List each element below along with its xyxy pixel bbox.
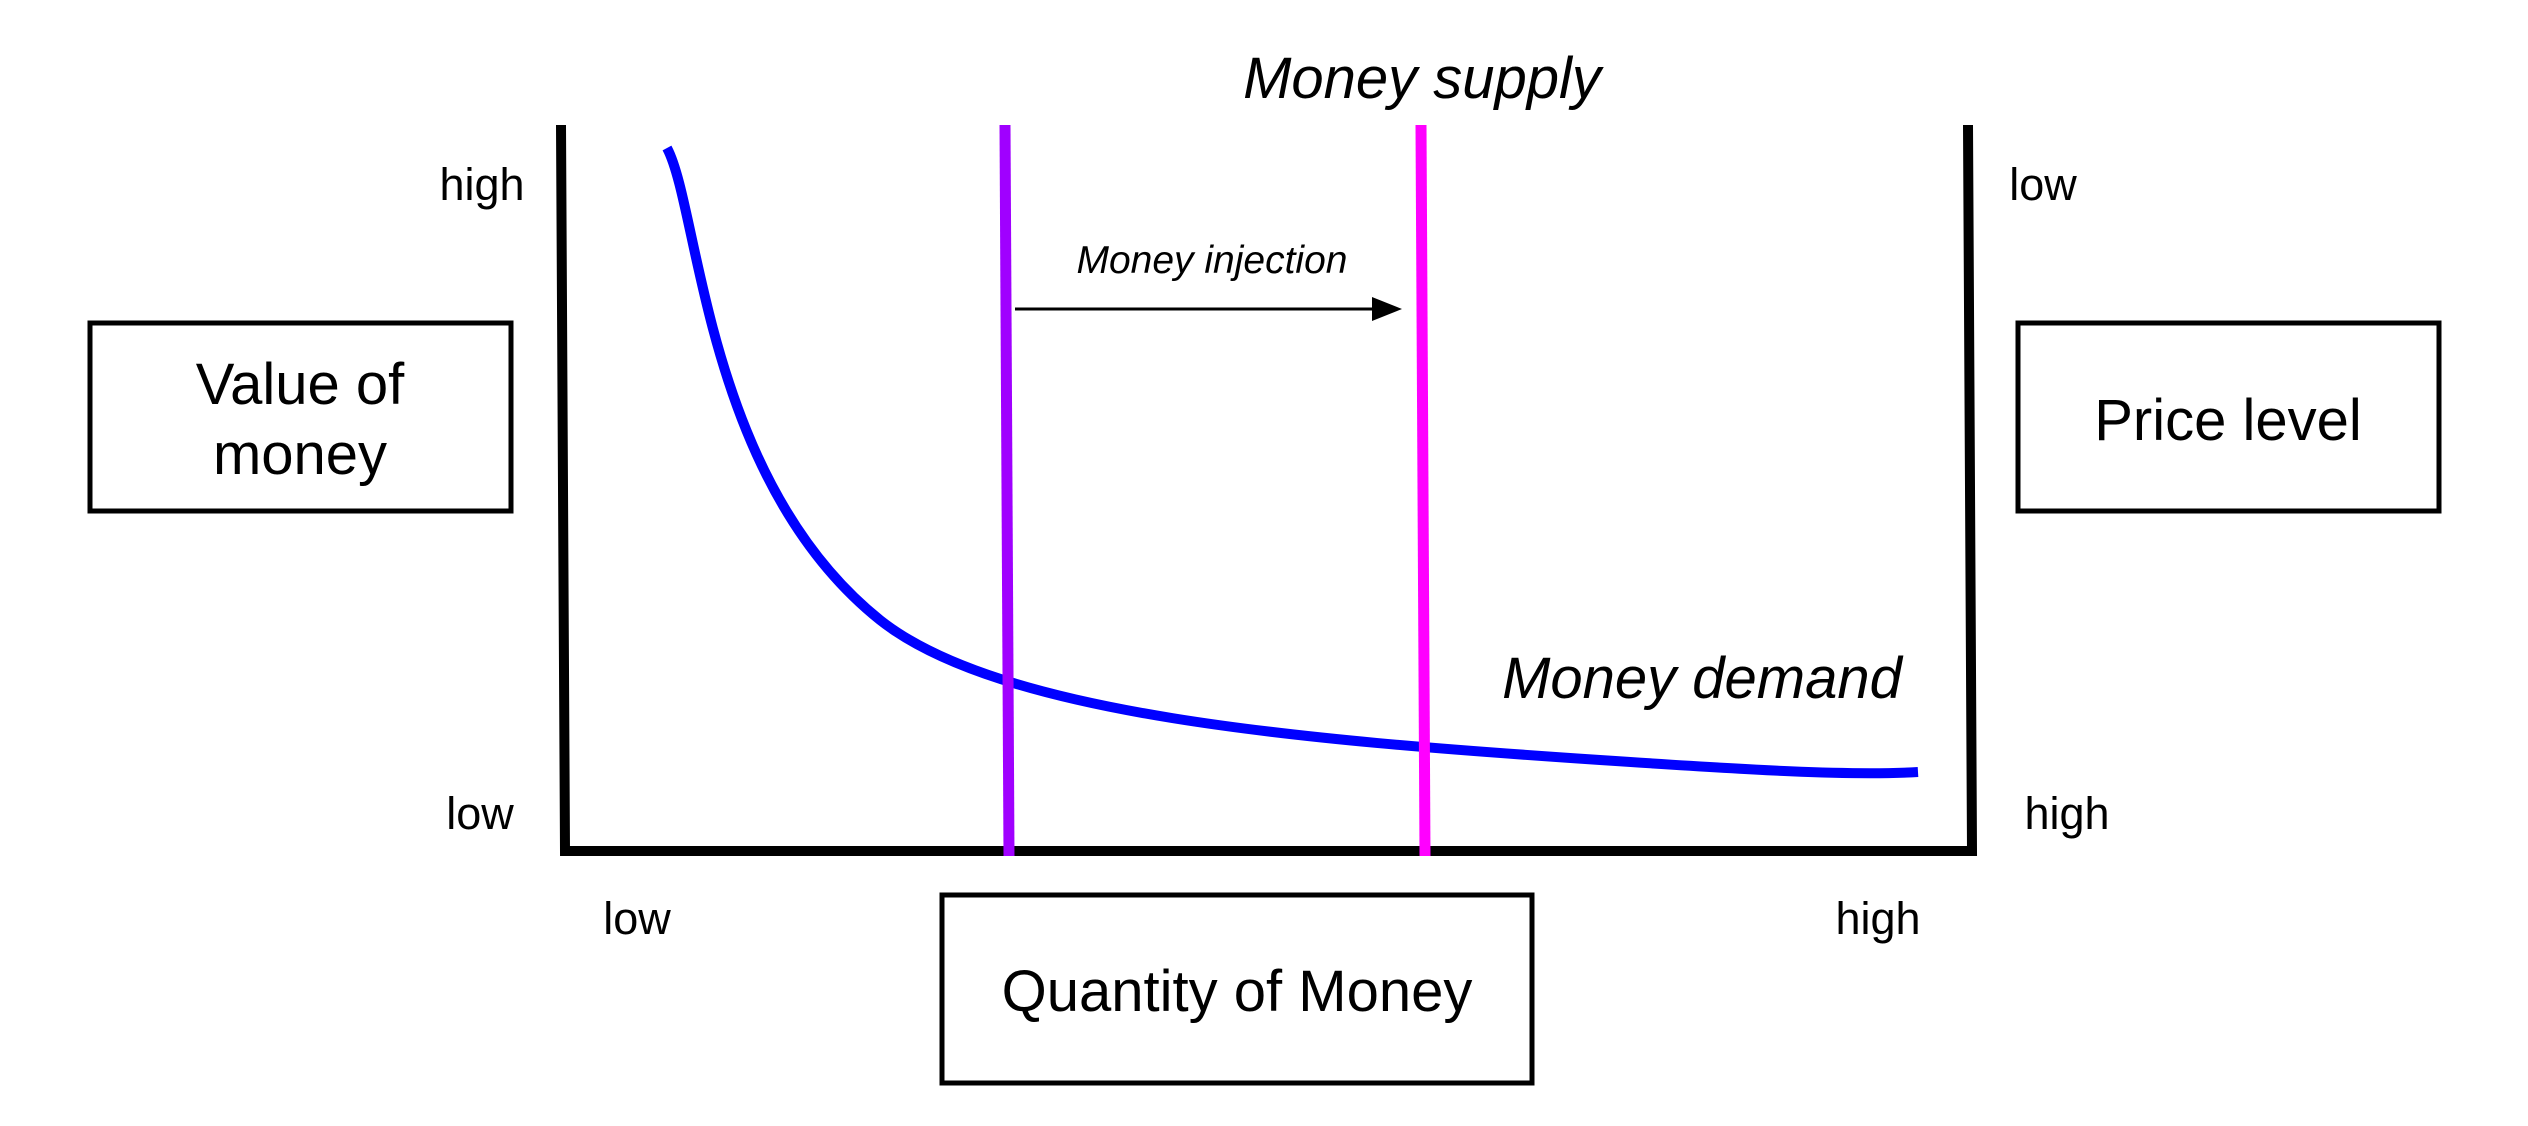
money-supply-initial-line	[999, 124, 1015, 857]
price-level-label: Price level	[2094, 388, 2362, 453]
money-demand-curve	[662, 145, 1919, 779]
value-of-money-line2: money	[213, 422, 387, 487]
value-of-money-line1: Value of	[196, 352, 405, 417]
quantity-of-money-box: Quantity of Money	[939, 892, 1535, 1086]
right-axis-high-label: high	[2024, 788, 2109, 839]
left-axis-high-label: high	[439, 159, 524, 210]
quantity-of-money-label: Quantity of Money	[1002, 959, 1473, 1024]
money-supply-title: Money supply	[1243, 46, 1604, 111]
left-axis-low-label: low	[446, 788, 514, 839]
injection-arrow-head	[1372, 297, 1402, 321]
price-level-box: Price level	[2015, 320, 2442, 514]
value-of-money-box: Value of money	[87, 320, 514, 514]
axes-frame	[556, 124, 1978, 856]
x-axis-high-label: high	[1835, 893, 1920, 944]
money-demand-label: Money demand	[1502, 646, 1904, 711]
money-supply-new-line	[1415, 124, 1431, 857]
x-axis-low-label: low	[603, 893, 671, 944]
money-injection-label: Money injection	[1077, 239, 1348, 282]
right-axis-low-label: low	[2009, 159, 2077, 210]
